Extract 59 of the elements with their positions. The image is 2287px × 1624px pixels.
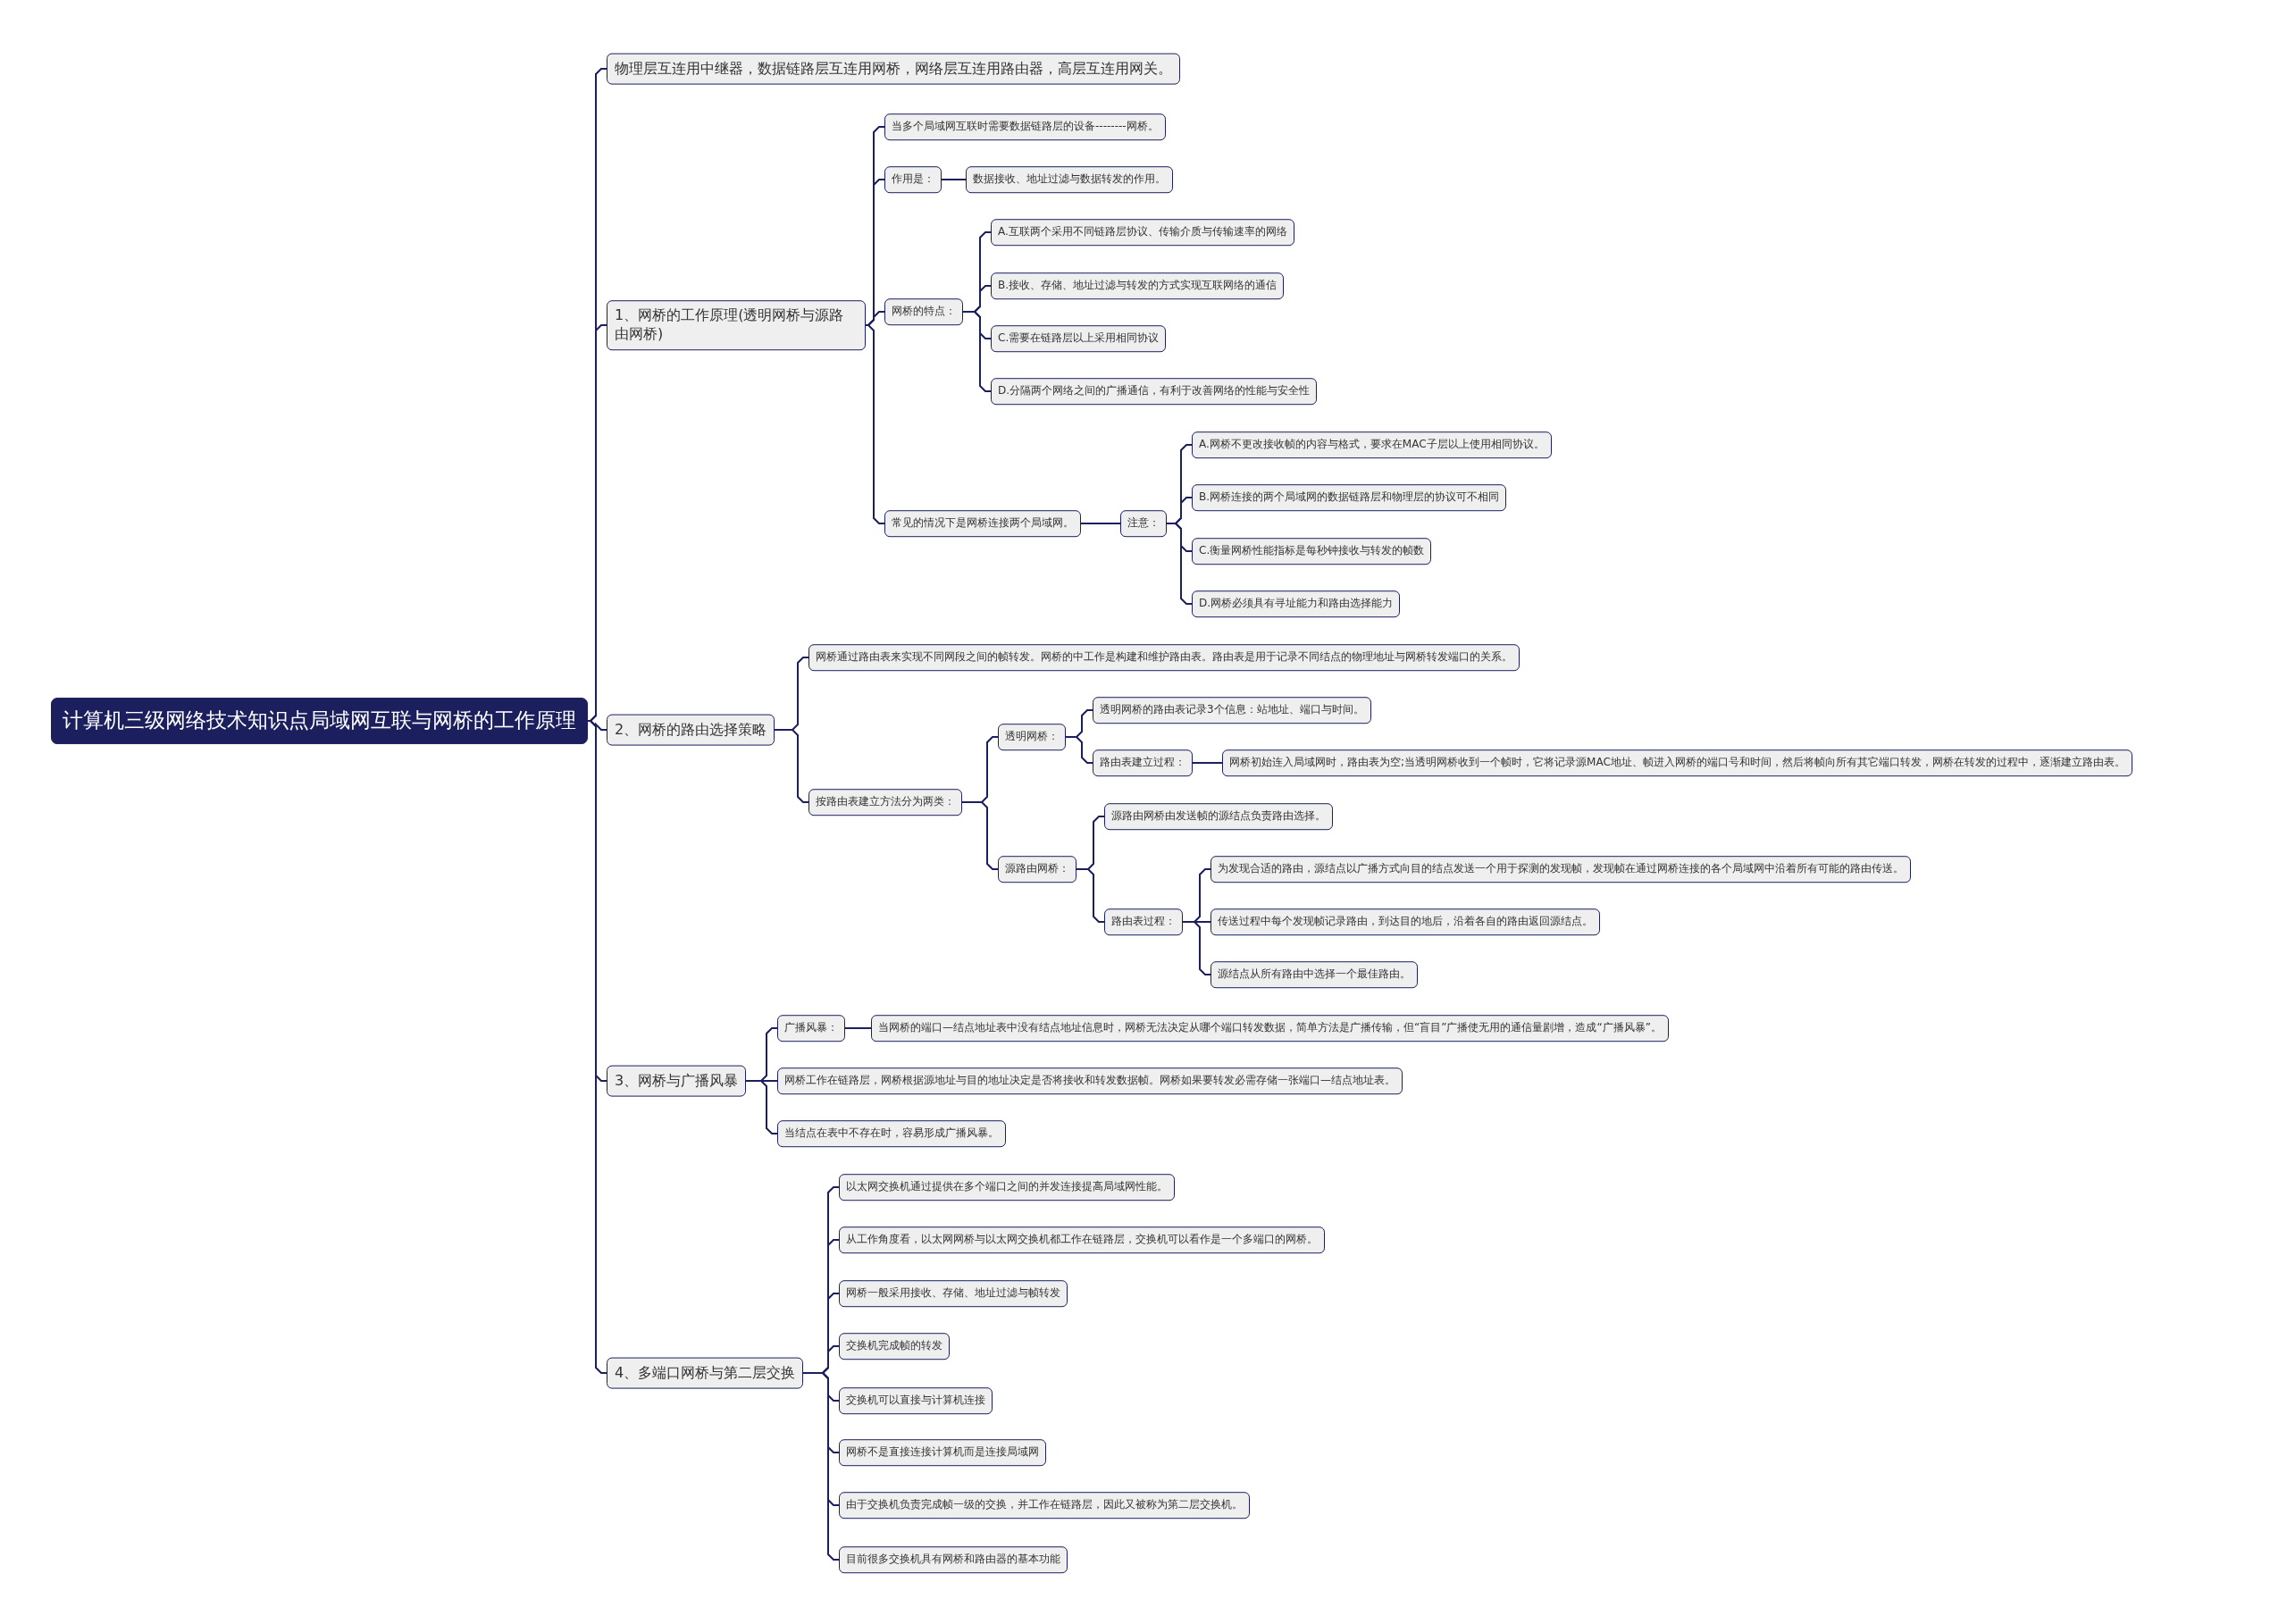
topic-box: 注意： [1120, 510, 1167, 537]
topic-box: 当多个局域网互联时需要数据链路层的设备--------网桥。 [884, 113, 1166, 140]
topic-box: D.网桥必须具有寻址能力和路由选择能力 [1192, 590, 1401, 617]
topic-box: 当网桥的端口—结点地址表中没有结点地址信息时，网桥无法决定从哪个端口转发数据，简单方法是广播传输，但“盲目”广播使无用的通信量剧增，造成“广播风暴”。 [871, 1015, 1669, 1042]
connector-line [844, 1027, 872, 1029]
topic-box: 物理层互连用中继器，数据链路层互连用网桥，网络层互连用路由器，高层互连用网关。 [607, 53, 1180, 85]
topic-box: 广播风暴： [777, 1015, 845, 1042]
topic-box: 数据接收、地址过滤与数据转发的作用。 [966, 166, 1173, 193]
connector-line [962, 311, 992, 392]
connector-line [961, 801, 999, 870]
topic-box: 网桥的特点： [884, 298, 963, 325]
topic-box: 目前很多交换机具有网桥和路由器的基本功能 [839, 1546, 1068, 1573]
connector-line [774, 729, 809, 803]
connector-line [1080, 523, 1121, 524]
topic-box: C.衡量网桥性能指标是每秒钟接收与转发的帧数 [1192, 538, 1432, 565]
topic-box: 网桥一般采用接收、存储、地址过滤与帧转发 [839, 1280, 1068, 1307]
topic-box: A.互联两个采用不同链路层协议、传输介质与传输速率的网络 [991, 219, 1294, 246]
topic-box: 由于交换机负责完成帧一级的交换，并工作在链路层，因此又被称为第二层交换机。 [839, 1492, 1250, 1519]
topic-box: 源结点从所有路由中选择一个最佳路由。 [1211, 961, 1418, 988]
topic-box: 网桥通过路由表来实现不同网段之间的帧转发。网桥的中工作是构建和维护路由表。路由表是用于记录不同结点的物理地址与网桥转发端口的关系。 [808, 644, 1520, 671]
topic-box: 交换机完成帧的转发 [839, 1333, 950, 1360]
topic-box: D.分隔两个网络之间的广播通信，有利于改善网络的性能与安全性 [991, 378, 1318, 405]
topic-box: 从工作角度看，以太网网桥与以太网交换机都工作在链路层，交换机可以看作是一个多端口的网桥。 [839, 1226, 1325, 1253]
topic-box: 4、多端口网桥与第二层交换 [607, 1357, 804, 1389]
topic-box: 源路由网桥： [998, 856, 1076, 883]
connector-line [1182, 921, 1211, 975]
topic-box: 交换机可以直接与计算机连接 [839, 1387, 993, 1414]
topic-box: 路由表过程： [1104, 908, 1183, 935]
connector-line [745, 1080, 778, 1134]
topic-box: 作用是： [884, 166, 942, 193]
topic-box: 路由表建立过程： [1093, 749, 1193, 776]
topic-box: 2、网桥的路由选择策略 [607, 714, 775, 746]
connector-line [1192, 762, 1223, 764]
connector-line [1166, 523, 1193, 605]
topic-box: 常见的情况下是网桥连接两个局域网。 [884, 510, 1081, 537]
topic-box: 网桥工作在链路层，网桥根据源地址与目的地址决定是否将接收和转发数据帧。网桥如果要转发必需存储一张端口—结点地址表。 [777, 1067, 1403, 1094]
central-topic: 计算机三级网络技术知识点局域网互联与网桥的工作原理 [51, 698, 588, 744]
topic-box: C.需要在链路层以上采用相同协议 [991, 325, 1167, 352]
topic-box: 源路由网桥由发送帧的源结点负责路由选择。 [1104, 803, 1333, 830]
topic-box: 网桥初始连入局域网时，路由表为空;当透明网桥收到一个帧时，它将记录源MAC地址、帧进入网桥的端口号和时间，然后将帧向所有其它端口转发，网桥在转发的过程中，逐渐建立路由表。 [1222, 749, 2132, 776]
connector-line [1076, 868, 1105, 923]
topic-box: 按路由表建立方法分为两类： [808, 789, 962, 816]
topic-box: 3、网桥与广播风暴 [607, 1065, 747, 1097]
connector-line [865, 324, 885, 524]
topic-box: 为发现合适的路由，源结点以广播方式向目的结点发送一个用于探测的发现帧，发现帧在通过网桥连接的各个局域网中沿着所有可能的路由传送。 [1211, 856, 1911, 883]
topic-box: B.接收、存储、地址过滤与转发的方式实现互联网络的通信 [991, 272, 1285, 299]
topic-box: 透明网桥的路由表记录3个信息：站地址、端口与时间。 [1093, 697, 1371, 724]
connector-line [802, 1372, 840, 1561]
connector-line [587, 720, 607, 1374]
topic-box: 网桥不是直接连接计算机而是连接局域网 [839, 1439, 1046, 1466]
topic-box: A.网桥不更改接收帧的内容与格式，要求在MAC子层以上使用相同协议。 [1192, 431, 1552, 458]
topic-box: 以太网交换机通过提供在多个端口之间的并发连接提高局域网性能。 [839, 1174, 1175, 1201]
topic-box: 当结点在表中不存在时，容易形成广播风暴。 [777, 1120, 1006, 1147]
topic-box: B.网桥连接的两个局域网的数据链路层和物理层的协议可不相同 [1192, 484, 1507, 511]
connector-line [1065, 736, 1093, 764]
topic-box: 透明网桥： [998, 724, 1066, 750]
connector-line [941, 179, 967, 180]
topic-box: 传送过程中每个发现帧记录路由，到达目的地后，沿着各自的路由返回源结点。 [1211, 908, 1600, 935]
topic-box: 1、网桥的工作原理(透明网桥与源路由网桥) [607, 300, 866, 350]
